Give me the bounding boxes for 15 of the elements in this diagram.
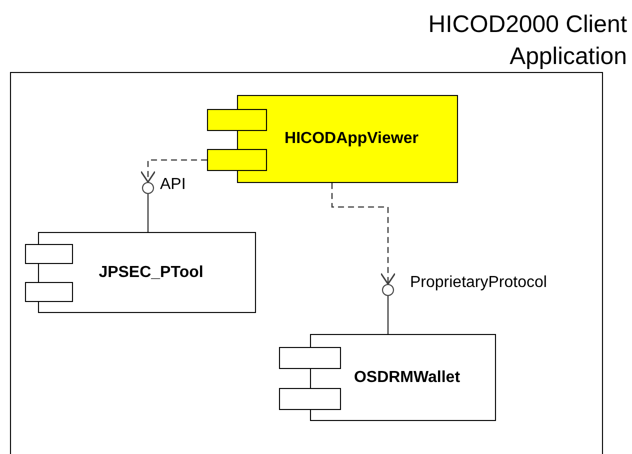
dependency-arrow xyxy=(140,159,207,183)
interface-label: ProprietaryProtocol xyxy=(410,274,547,292)
dependency-arrow xyxy=(331,183,396,285)
subsystem-title: HICOD2000 Client Application xyxy=(427,10,627,72)
component-box xyxy=(207,95,458,183)
connector-line xyxy=(147,194,149,232)
component-box xyxy=(279,334,496,421)
component-name: HICODAppViewer xyxy=(284,130,420,148)
component-box xyxy=(25,232,256,313)
connector-line xyxy=(387,296,389,334)
component-name: JPSEC_PTool xyxy=(98,264,204,282)
interface-circle xyxy=(142,182,154,194)
component-name: OSDRMWallet xyxy=(352,368,462,386)
interface-label: API xyxy=(160,176,186,194)
interface-circle xyxy=(382,284,394,296)
